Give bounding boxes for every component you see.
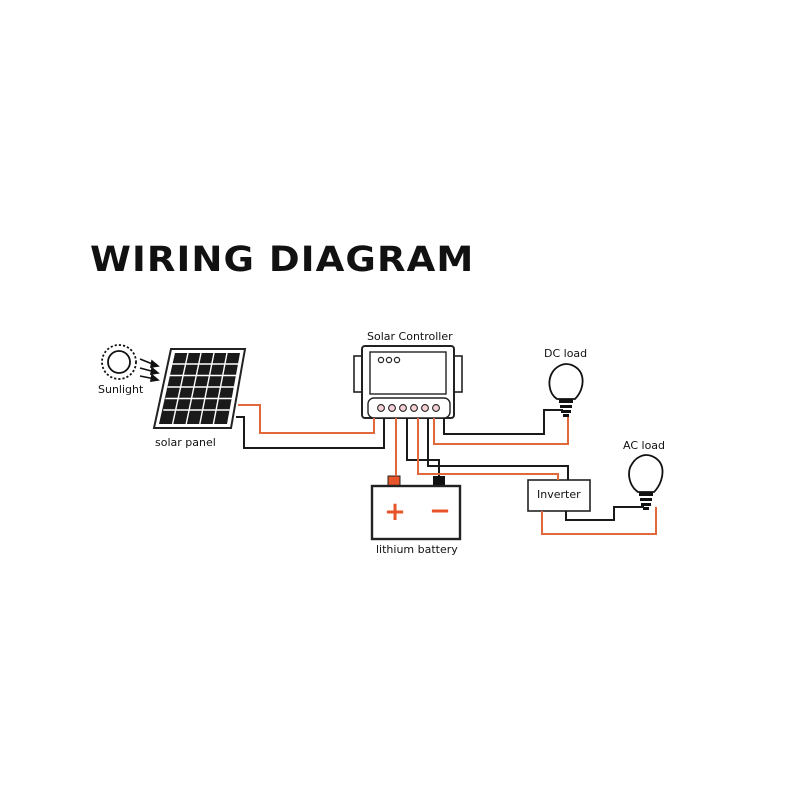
battery-plus-sign: + [384,497,406,527]
battery-label: lithium battery [376,543,458,556]
ac-load-bulb-icon [628,454,664,510]
solar-panel-icon [152,348,247,429]
inverter-label: Inverter [537,488,581,501]
sun-icon [101,344,137,380]
solar-panel-label: solar panel [155,436,216,449]
ac-load-label: AC load [623,439,666,452]
battery-icon [370,475,462,541]
diagram-title: WIRING DIAGRAM [90,240,475,280]
dc-load-label: DC load [544,347,588,360]
solar-controller-label: Solar Controller [367,330,453,343]
sunlight-arrows-icon [139,358,160,382]
dc-load-bulb-icon [548,363,584,417]
sunlight-label: Sunlight [98,383,144,396]
battery-minus-sign: − [429,496,451,526]
wires [236,404,657,535]
solar-controller-icon [353,345,463,419]
inverter-box [527,479,591,512]
